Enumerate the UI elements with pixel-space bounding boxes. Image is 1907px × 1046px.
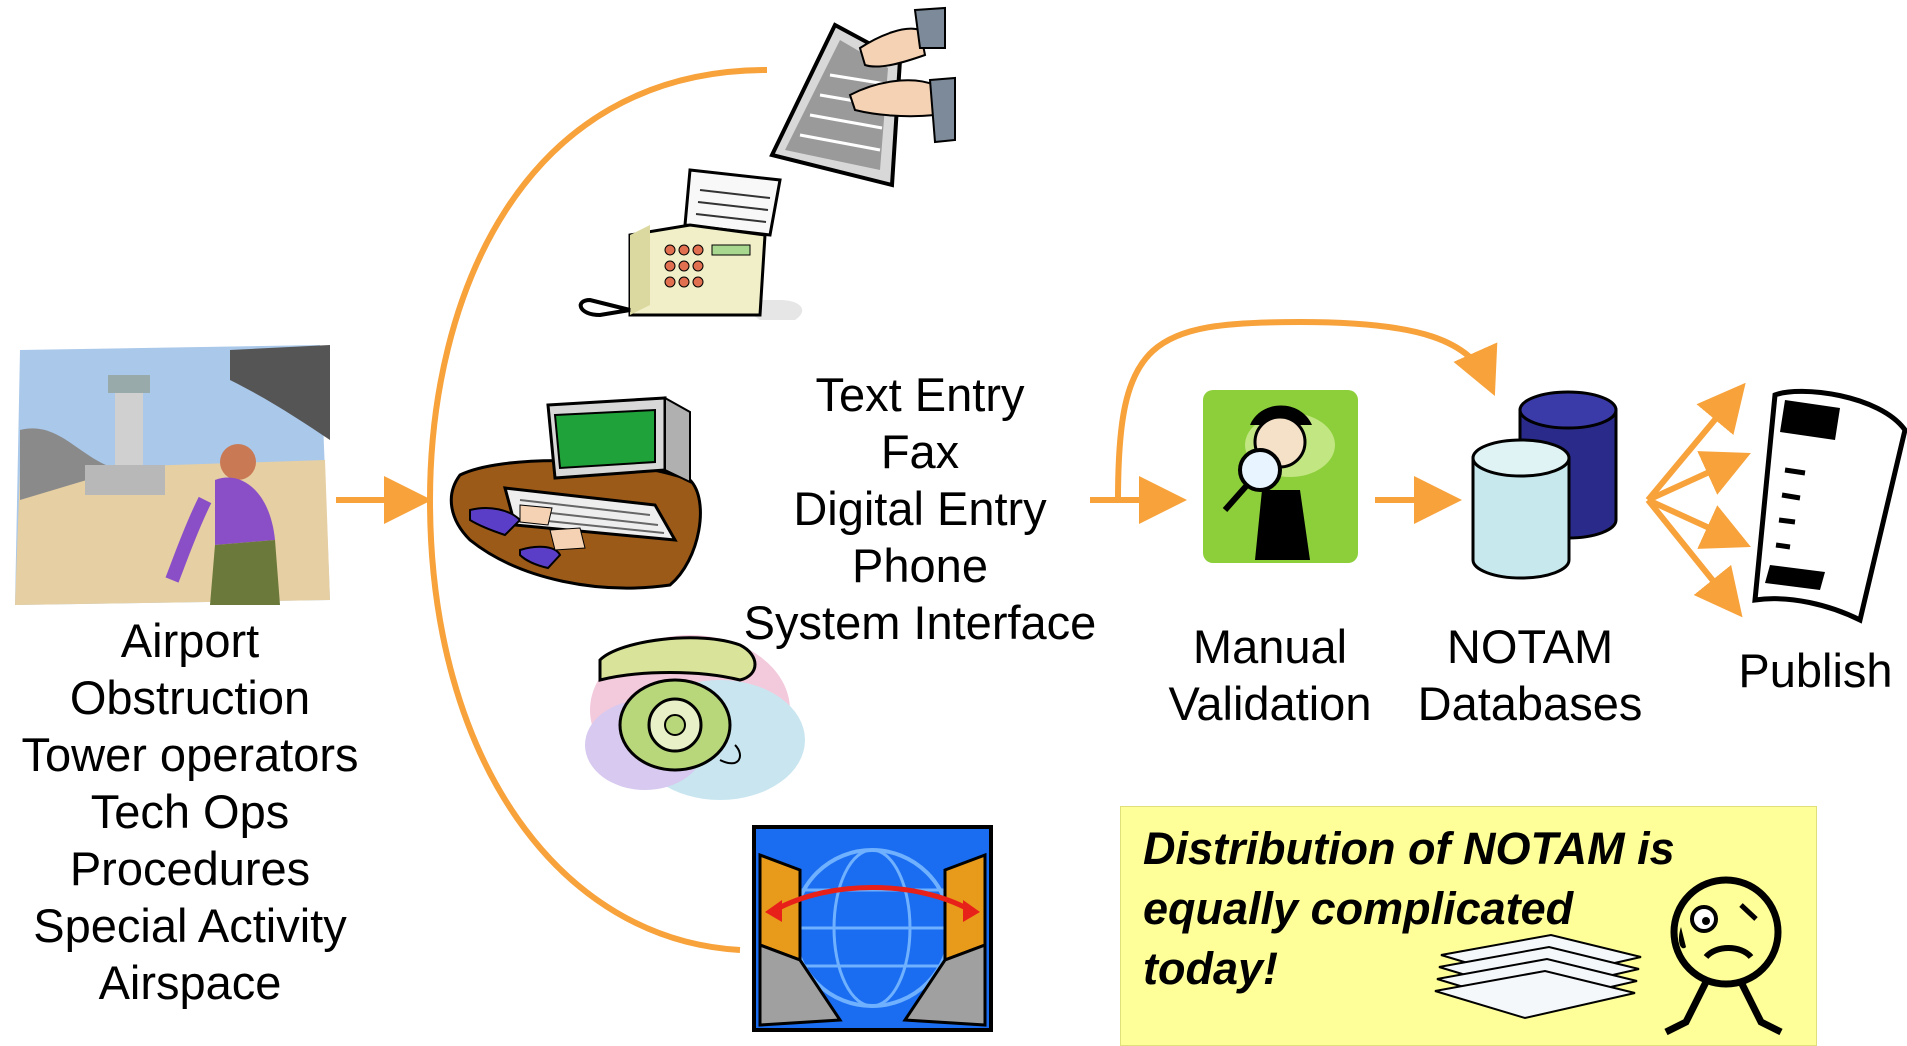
validation-label: Manual Validation xyxy=(1168,620,1372,730)
input-method-list: Text Entry Fax Digital Entry Phone Syste… xyxy=(730,366,1110,651)
source-item-airport: Airport xyxy=(120,614,260,667)
arrow-publish-2 xyxy=(1646,451,1751,503)
method-item-fax: Fax xyxy=(880,425,960,478)
source-item-procedures: Procedures xyxy=(69,842,311,895)
method-item-system-interface: System Interface xyxy=(743,596,1097,649)
arrow-bypass-to-databases xyxy=(1115,318,1498,501)
note-text: Distribution of NOTAM is equally complic… xyxy=(1143,823,1675,994)
source-item-tech-ops: Tech Ops xyxy=(90,785,290,838)
arrow-publish-1 xyxy=(1645,382,1746,502)
worried-face-papers-icon xyxy=(1434,876,1783,1036)
databases-label: NOTAM Databases xyxy=(1417,620,1643,730)
source-item-tower-operators: Tower operators xyxy=(21,728,359,781)
source-item-airspace: Airspace xyxy=(98,956,282,1009)
inputs-bracket-curve xyxy=(426,67,768,953)
publish-label: Publish xyxy=(1738,644,1893,697)
source-list: Airport Obstruction Tower operators Tech… xyxy=(10,612,370,1011)
arrow-publish-4 xyxy=(1645,498,1743,618)
arrow-publish-3 xyxy=(1646,497,1751,549)
method-item-digital-entry: Digital Entry xyxy=(793,482,1047,535)
source-item-special-activity: Special Activity xyxy=(33,899,347,952)
distribution-note: Distribution of NOTAM is equally complic… xyxy=(1120,806,1817,1046)
method-item-text-entry: Text Entry xyxy=(815,368,1025,421)
source-item-obstruction: Obstruction xyxy=(69,671,311,724)
method-item-phone: Phone xyxy=(852,539,988,592)
